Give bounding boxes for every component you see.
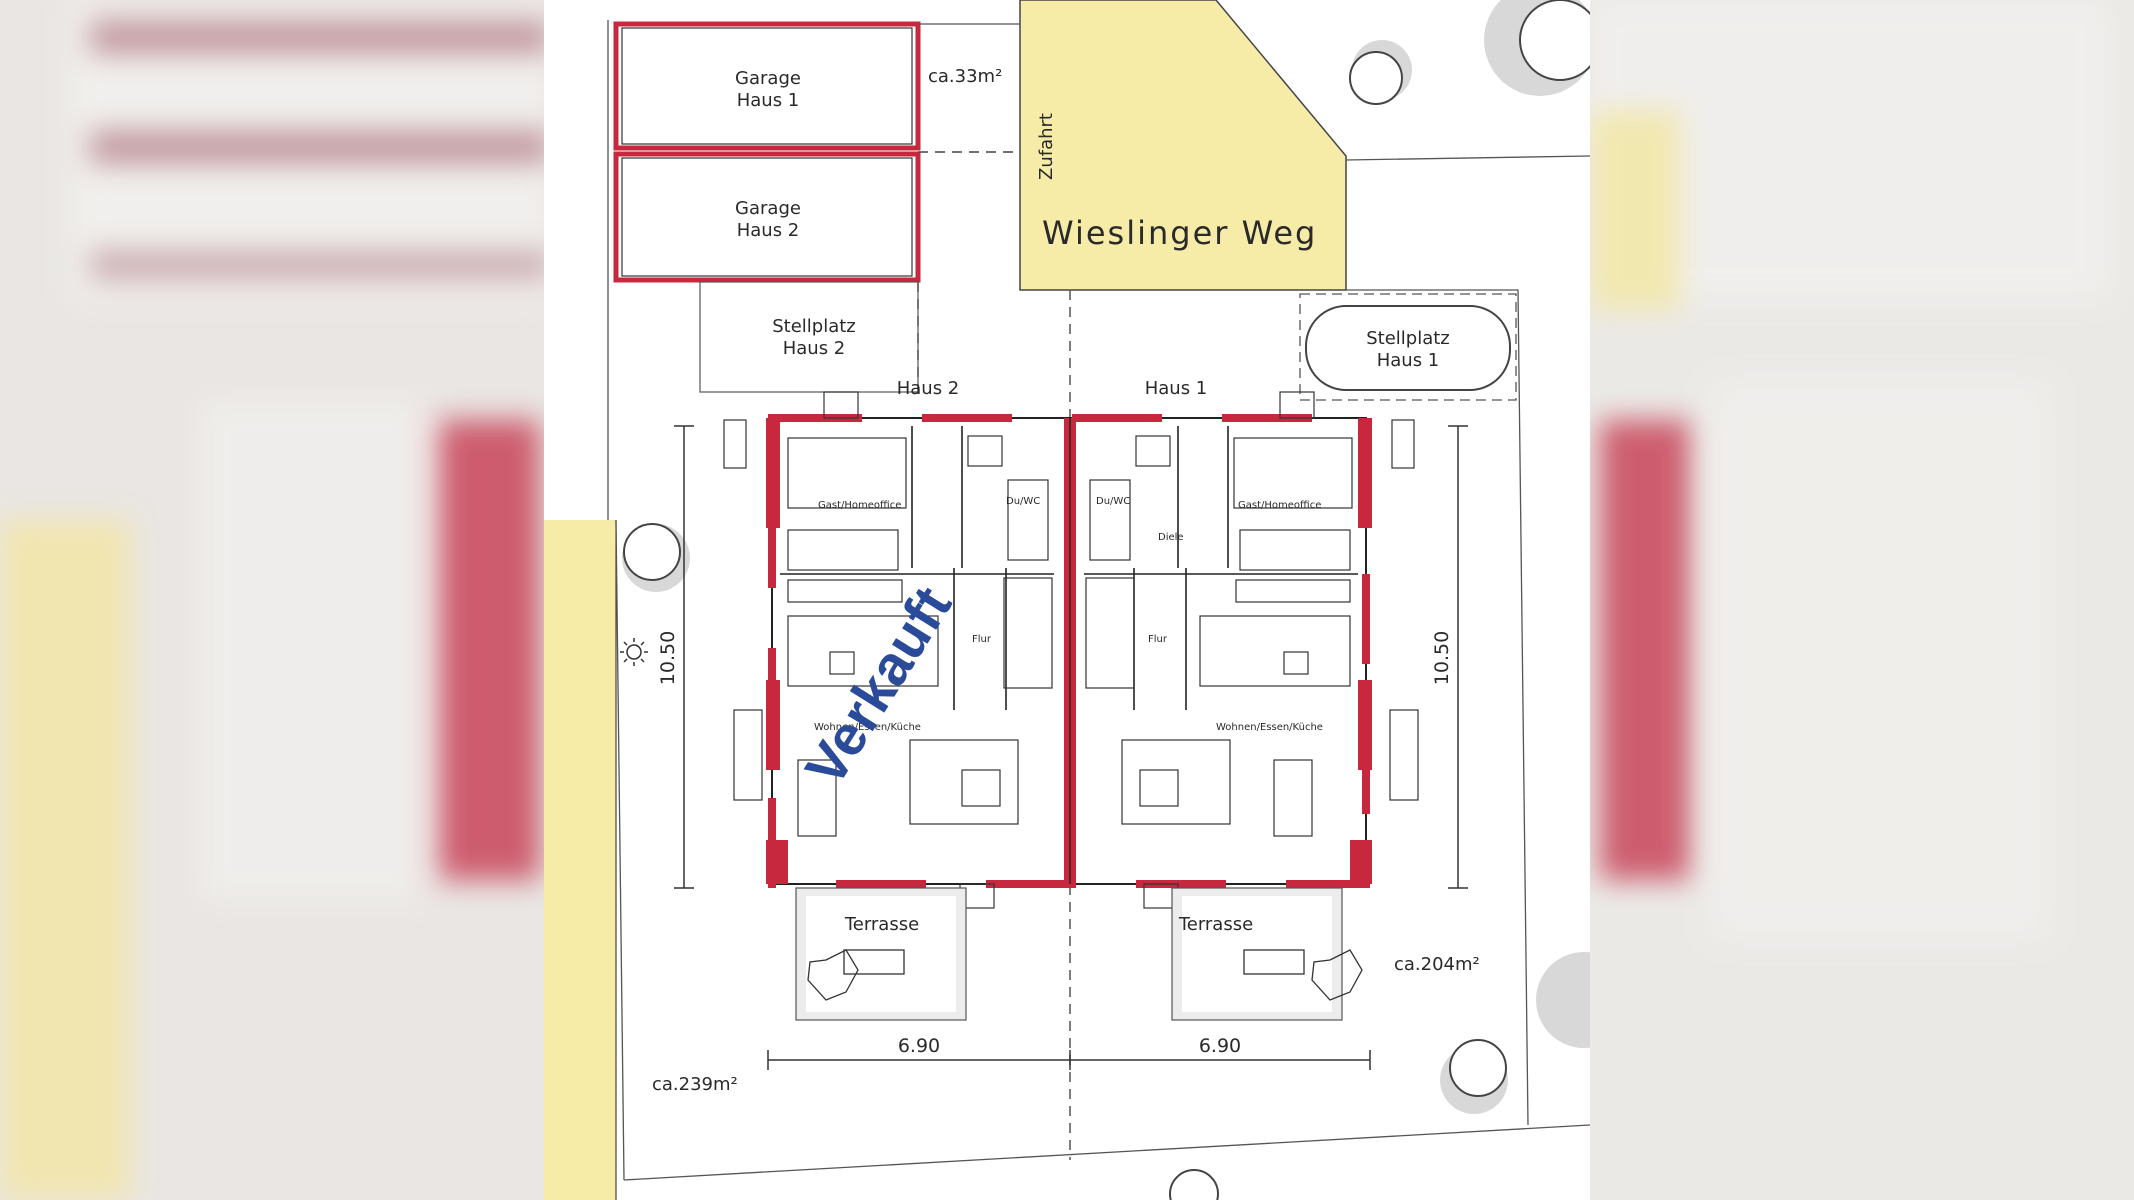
svg-text:Stellplatz: Stellplatz bbox=[772, 316, 856, 337]
sun-icon bbox=[620, 638, 648, 666]
room-guest-left: Gast/Homeoffice bbox=[818, 500, 901, 511]
garage-2-label: Garage Haus 2 bbox=[735, 198, 801, 241]
plot-area-1-label: ca.204m² bbox=[1394, 954, 1480, 975]
garage-area-label: ca.33m² bbox=[928, 66, 1002, 87]
blurred-background-left bbox=[0, 0, 544, 1200]
svg-text:Garage: Garage bbox=[735, 198, 801, 219]
dimension-lines bbox=[674, 425, 1468, 1070]
room-living-right: Wohnen/Essen/Küche bbox=[1216, 722, 1323, 733]
street-area bbox=[1019, 0, 1347, 291]
floor-plan-drawing: Garage Haus 1 Garage Haus 2 ca.33m² Zufa… bbox=[544, 0, 1590, 1200]
car-symbol bbox=[1305, 305, 1511, 391]
terrace-label-right: Terrasse bbox=[1178, 914, 1253, 935]
floor-plan: Garage Haus 1 Garage Haus 2 ca.33m² Zufa… bbox=[544, 0, 1590, 1200]
width-dimension-right: 10.50 bbox=[1431, 631, 1453, 685]
svg-text:Stellplatz: Stellplatz bbox=[1366, 328, 1450, 349]
room-hall-left: Flur bbox=[972, 634, 992, 645]
blurred-background-right bbox=[1590, 0, 2134, 1200]
street-label: Wieslinger Weg bbox=[1042, 214, 1317, 252]
room-bath-right: Du/WC bbox=[1096, 496, 1130, 507]
width-dimension-left: 10.50 bbox=[657, 631, 679, 685]
house-walls bbox=[766, 414, 1372, 888]
room-entry-right: Diele bbox=[1158, 532, 1184, 543]
svg-text:Haus 2: Haus 2 bbox=[737, 220, 800, 241]
svg-text:Garage: Garage bbox=[735, 68, 801, 89]
room-bath-left: Du/WC bbox=[1006, 496, 1040, 507]
depth-dimension-left: 6.90 bbox=[898, 1035, 940, 1057]
svg-text:Haus 1: Haus 1 bbox=[1377, 350, 1440, 371]
room-living-left: Wohnen/Essen/Küche bbox=[814, 722, 921, 733]
yellow-edge-left bbox=[544, 520, 616, 1200]
depth-dimension-right: 6.90 bbox=[1199, 1035, 1241, 1057]
furniture bbox=[723, 391, 1419, 909]
terraces bbox=[795, 887, 1363, 1021]
garage-block bbox=[613, 21, 921, 283]
room-guest-right: Gast/Homeoffice bbox=[1238, 500, 1321, 511]
parking-area-2 bbox=[699, 281, 919, 393]
tree-symbols bbox=[622, 0, 1590, 1200]
garage-1-label: Garage Haus 1 bbox=[735, 68, 801, 111]
driveway-label: Zufahrt bbox=[1036, 113, 1057, 180]
plot-area-2-label: ca.239m² bbox=[652, 1074, 738, 1095]
parking-1-label: Stellplatz Haus 1 bbox=[1366, 328, 1450, 371]
house-1-label: Haus 1 bbox=[1145, 378, 1208, 399]
house-2-label: Haus 2 bbox=[897, 378, 960, 399]
terrace-label-left: Terrasse bbox=[844, 914, 919, 935]
svg-text:Haus 2: Haus 2 bbox=[783, 338, 846, 359]
room-hall-right: Flur bbox=[1148, 634, 1168, 645]
parking-2-label: Stellplatz Haus 2 bbox=[772, 316, 856, 359]
svg-text:Haus 1: Haus 1 bbox=[737, 90, 800, 111]
